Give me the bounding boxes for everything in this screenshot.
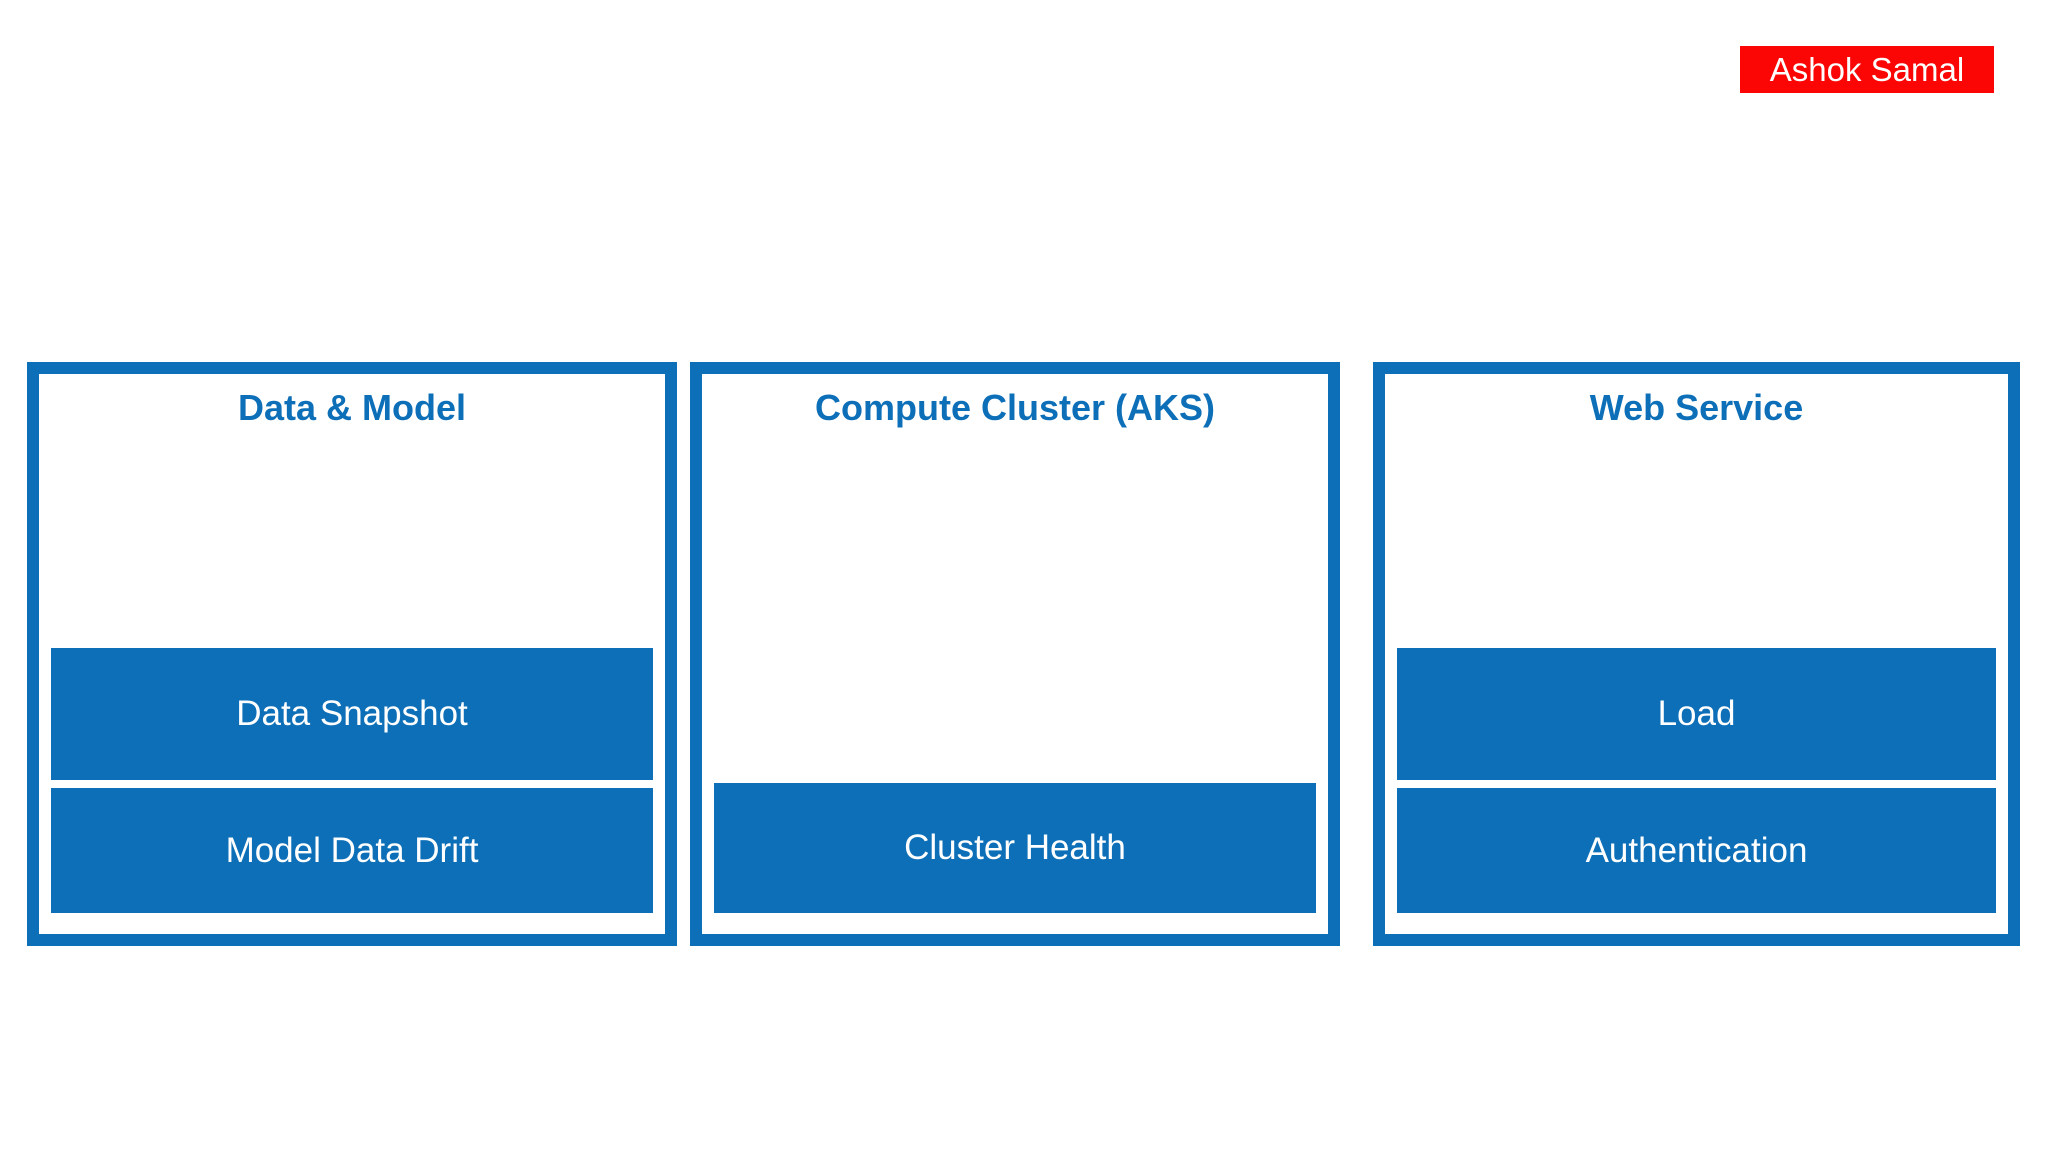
bar-load: Load [1397, 648, 1996, 780]
panel-compute-cluster-aks: Compute Cluster (AKS) Cluster Health [690, 362, 1340, 946]
panel-title-compute-cluster-aks: Compute Cluster (AKS) [814, 387, 1215, 428]
bar-cluster-health: Cluster Health [714, 783, 1316, 913]
bar-model-data-drift: Model Data Drift [51, 788, 653, 913]
bar-stack-web-service: Load Authentication [1397, 648, 1996, 913]
bar-authentication: Authentication [1397, 788, 1996, 913]
panel-title-data-and-model: Data & Model [237, 387, 467, 428]
panel-data-and-model: Data & Model Data Snapshot Model Data Dr… [27, 362, 677, 946]
bar-stack-data-and-model: Data Snapshot Model Data Drift [51, 648, 653, 913]
panel-title-web-service: Web Service [1589, 387, 1804, 428]
panel-web-service: Web Service Load Authentication [1373, 362, 2020, 946]
bar-stack-compute-cluster: Cluster Health [714, 783, 1316, 913]
bar-data-snapshot: Data Snapshot [51, 648, 653, 780]
author-badge: Ashok Samal [1740, 46, 1994, 93]
